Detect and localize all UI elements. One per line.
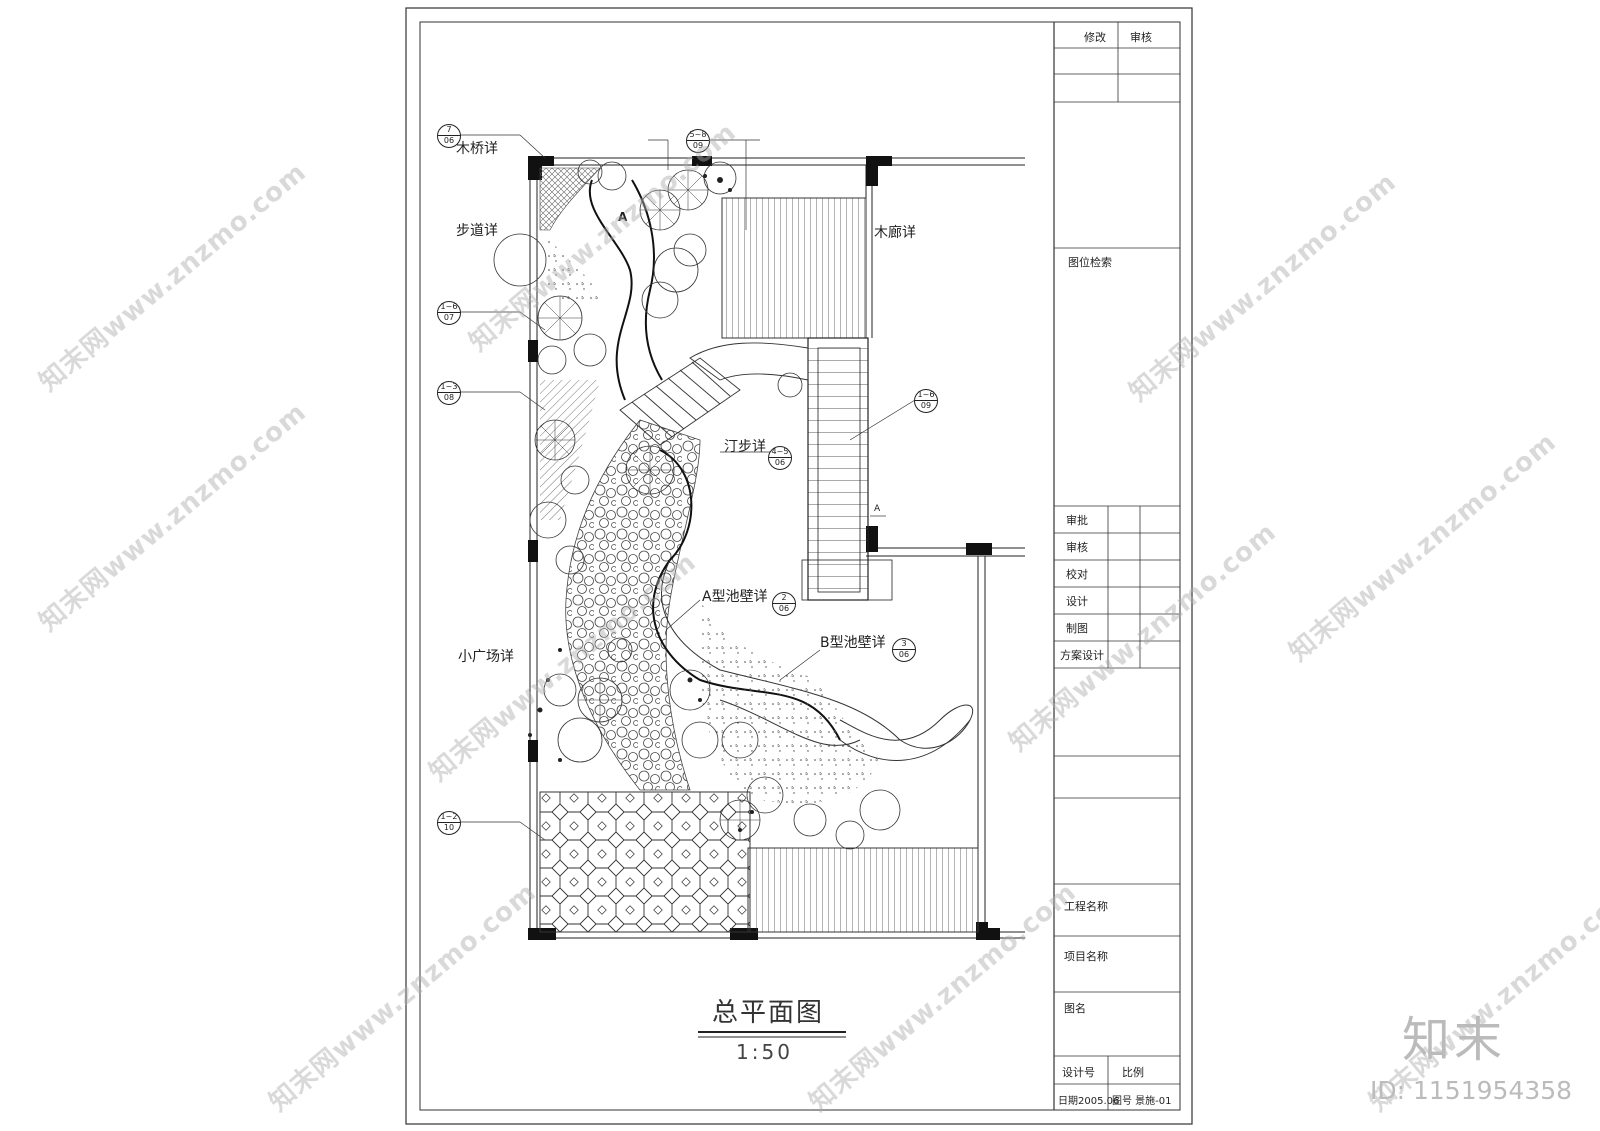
- brand-id: ID: 1151954358: [1370, 1076, 1573, 1105]
- ref-sheet: 10: [443, 823, 455, 832]
- ref-num: 1~3: [438, 382, 460, 393]
- tb-index: 图位检索: [1068, 256, 1112, 269]
- tb-design-no: 设计号: [1062, 1066, 1095, 1079]
- tb-sign-design: 设计: [1066, 595, 1088, 608]
- ref-sheet: 06: [778, 604, 790, 613]
- drawing-scale: 1:50: [736, 1040, 793, 1064]
- tb-sign-check: 校对: [1066, 568, 1088, 581]
- ref-num: 2: [773, 593, 795, 604]
- callout-path: 步道详: [456, 223, 498, 239]
- tb-review: 审核: [1130, 31, 1152, 44]
- callout-poolwall-b: B型池壁详: [820, 635, 886, 651]
- callout-poolwall-a: A型池壁详: [702, 589, 768, 605]
- ref-num: 3: [893, 639, 915, 650]
- ref-sheet: 06: [898, 650, 910, 659]
- tb-revise: 修改: [1084, 31, 1106, 44]
- ref-num: 1~2: [438, 812, 460, 823]
- tb-item-name: 项目名称: [1064, 950, 1108, 963]
- ref-sheet: 07: [443, 313, 455, 322]
- ref-num: 5~8: [687, 130, 709, 141]
- section-mark-a: A: [618, 210, 628, 224]
- ref-sheet: 09: [692, 141, 704, 150]
- callout-corridor: 木廊详: [874, 225, 916, 241]
- tb-project-name: 工程名称: [1064, 900, 1108, 913]
- tb-drawing-no: 图号 景施-01: [1112, 1096, 1172, 1107]
- tb-date: 日期2005.06: [1058, 1096, 1120, 1107]
- tb-sign-review: 审核: [1066, 541, 1088, 554]
- callout-plaza: 小广场详: [458, 649, 514, 665]
- tb-sign-scheme: 方案设计: [1060, 649, 1104, 662]
- ref-num: 7: [438, 125, 460, 136]
- ref-num: 4~5: [769, 447, 791, 458]
- ref-sheet: 08: [443, 393, 455, 402]
- tb-ratio: 比例: [1122, 1066, 1144, 1079]
- ref-num: 1~6: [915, 390, 937, 401]
- callout-stepping: 汀步详: [724, 439, 766, 455]
- brand-logo: 知末: [1402, 1012, 1507, 1068]
- ref-sheet: 06: [443, 136, 455, 145]
- drawing-title: 总平面图: [712, 998, 825, 1028]
- section-mark-a2: A: [874, 504, 881, 514]
- callout-bridge: 木桥详: [456, 141, 498, 157]
- tb-sign-approve: 审批: [1066, 514, 1088, 527]
- tb-sign-draft: 制图: [1066, 622, 1088, 635]
- ref-sheet: 06: [774, 458, 786, 467]
- ref-num: 1~6: [438, 302, 460, 313]
- ref-sheet: 09: [920, 401, 932, 410]
- tb-drawing-name: 图名: [1064, 1002, 1086, 1015]
